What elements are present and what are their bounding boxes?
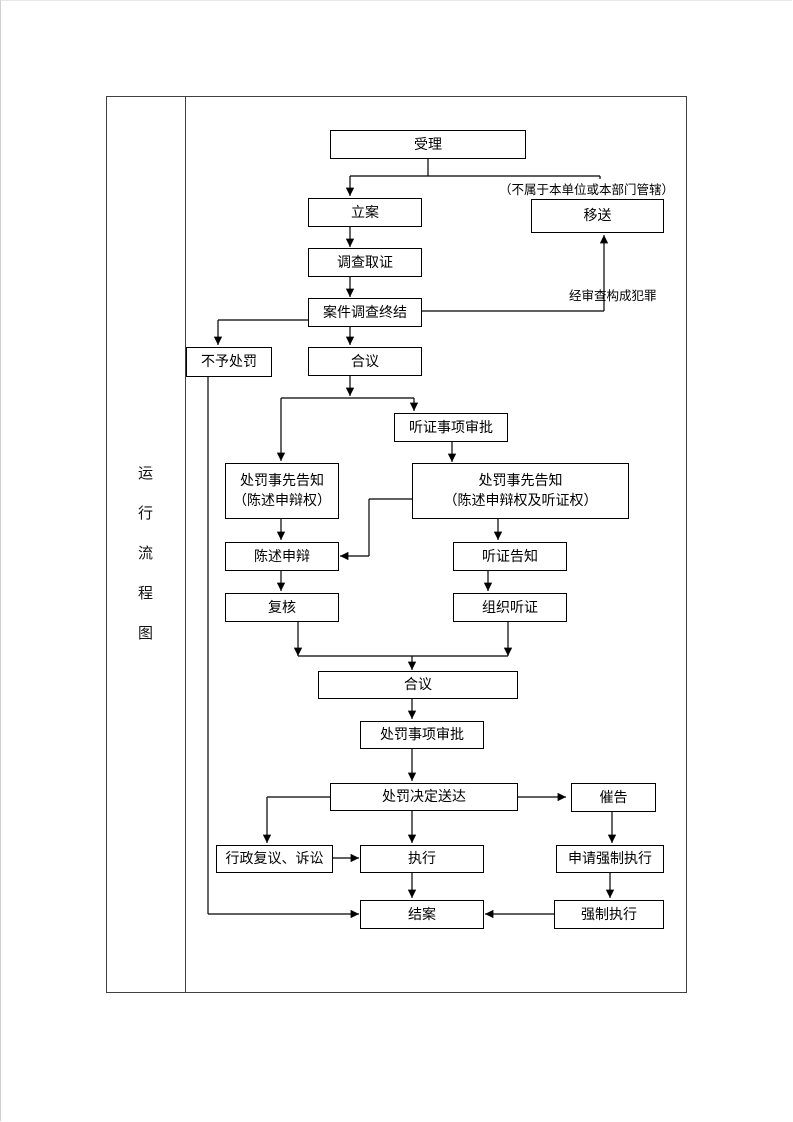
node-accept: 受理 xyxy=(330,130,526,159)
node-admin-review: 行政复议、诉讼 xyxy=(216,845,333,873)
node-notice-hearing-line2: （陈述申辩权及听证权） xyxy=(443,493,598,509)
node-notice-hearing-line1: 处罚事先告知 xyxy=(478,473,563,489)
table-frame xyxy=(106,96,687,993)
node-notice-defense-line2: （陈述申辩权） xyxy=(233,493,331,509)
node-hearing-notice: 听证告知 xyxy=(453,542,567,571)
label-crime-found: 经审查构成犯罪 xyxy=(569,288,657,303)
node-hearing-approval: 听证事项审批 xyxy=(394,413,508,442)
node-penalty-approval: 处罚事项审批 xyxy=(360,721,484,749)
node-apply-enforce: 申请强制执行 xyxy=(556,845,664,873)
node-deliberate-1: 合议 xyxy=(308,347,422,376)
node-notice-defense-line1: 处罚事先告知 xyxy=(240,473,324,489)
node-no-penalty: 不予处罚 xyxy=(186,347,272,377)
side-title-char: 图 xyxy=(137,624,153,642)
node-execute: 执行 xyxy=(360,845,484,873)
side-title-char: 运 xyxy=(137,464,153,482)
node-notice-defense: 处罚事先告知 （陈述申辩权） xyxy=(225,463,339,519)
node-deliberate-2: 合议 xyxy=(318,671,518,699)
side-title-char: 行 xyxy=(137,504,153,522)
node-case-conclude: 案件调查终结 xyxy=(308,298,422,327)
side-title: 运 行 流 程 图 xyxy=(106,96,185,993)
label-not-jurisdiction: （不属于本单位或本部门管辖） xyxy=(495,179,679,198)
node-investigate: 调查取证 xyxy=(308,248,422,277)
column-divider xyxy=(185,96,186,993)
side-title-char: 程 xyxy=(137,584,153,602)
node-transfer: 移送 xyxy=(531,199,664,233)
node-forced-execute: 强制执行 xyxy=(554,900,664,929)
node-organize-hearing: 组织听证 xyxy=(453,593,567,622)
node-decision-delivery: 处罚决定送达 xyxy=(330,783,518,811)
node-register: 立案 xyxy=(308,198,422,227)
node-urge: 催告 xyxy=(571,783,656,812)
node-review: 复核 xyxy=(225,593,339,622)
node-notice-hearing: 处罚事先告知 （陈述申辩权及听证权） xyxy=(412,463,629,519)
side-title-char: 流 xyxy=(137,544,153,562)
node-statement-defense: 陈述申辩 xyxy=(225,542,339,571)
node-close-case: 结案 xyxy=(360,900,484,929)
